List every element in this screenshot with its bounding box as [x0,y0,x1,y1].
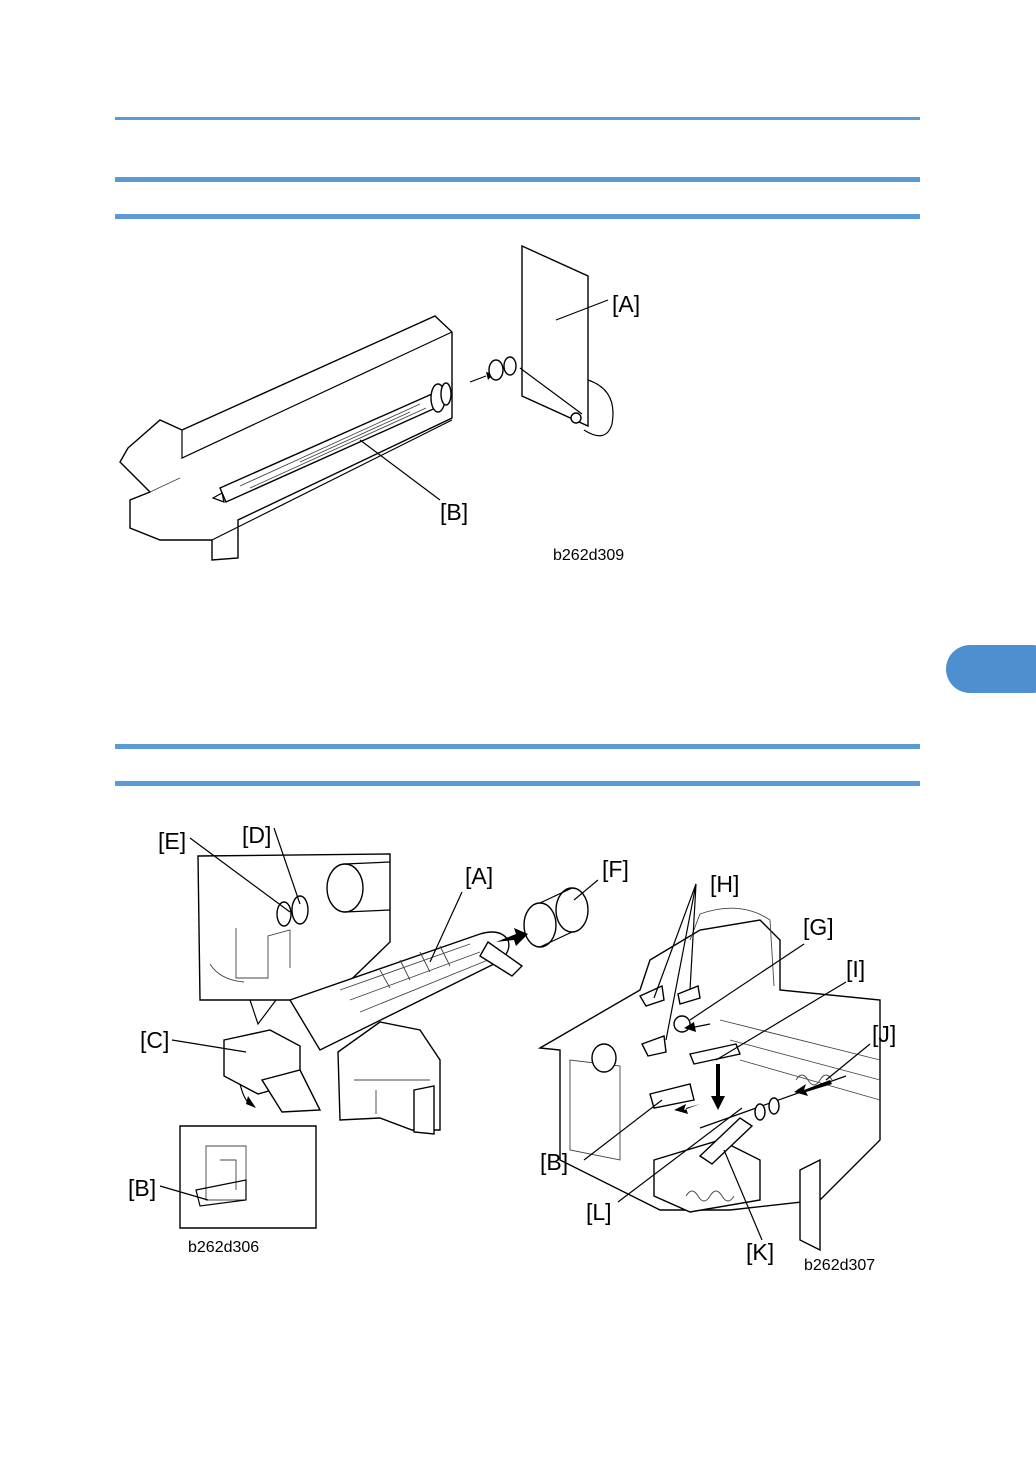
figure-toner-bottle-right: [H] [G] [I] [J] [B] [L] [K] b262d307 [540,871,896,1274]
fig2-right-label-j: [J] [872,1021,896,1047]
fig2-right-label-l: [L] [586,1199,612,1225]
fig2-left-label-f: [F] [602,856,629,882]
fig2-left-label-d: [D] [242,822,271,848]
fig1-label-b: [B] [440,499,468,525]
fig2-left-label-a: [A] [465,863,493,889]
fig2-right-label-h: [H] [710,871,739,897]
fig2-right-label-b: [B] [540,1149,568,1175]
fig2-right-label-k: [K] [746,1239,774,1265]
fig2-right-label-i: [I] [846,956,865,982]
fig2-left-label-b: [B] [128,1175,156,1201]
figure-development-roller: [A] [B] b262d309 [120,246,640,564]
fig1-code: b262d309 [553,547,624,564]
fig2-left-label-c: [C] [140,1027,169,1053]
fig1-label-a: [A] [612,291,640,317]
fig2-left-label-e: [E] [158,828,186,854]
figure-toner-bottle-left: [E] [D] [A] [F] [C] [B] b262d306 [128,822,629,1256]
fig2-right-code: b262d307 [804,1257,875,1274]
fig2-right-label-g: [G] [803,914,834,940]
fig2-left-code: b262d306 [188,1239,259,1256]
